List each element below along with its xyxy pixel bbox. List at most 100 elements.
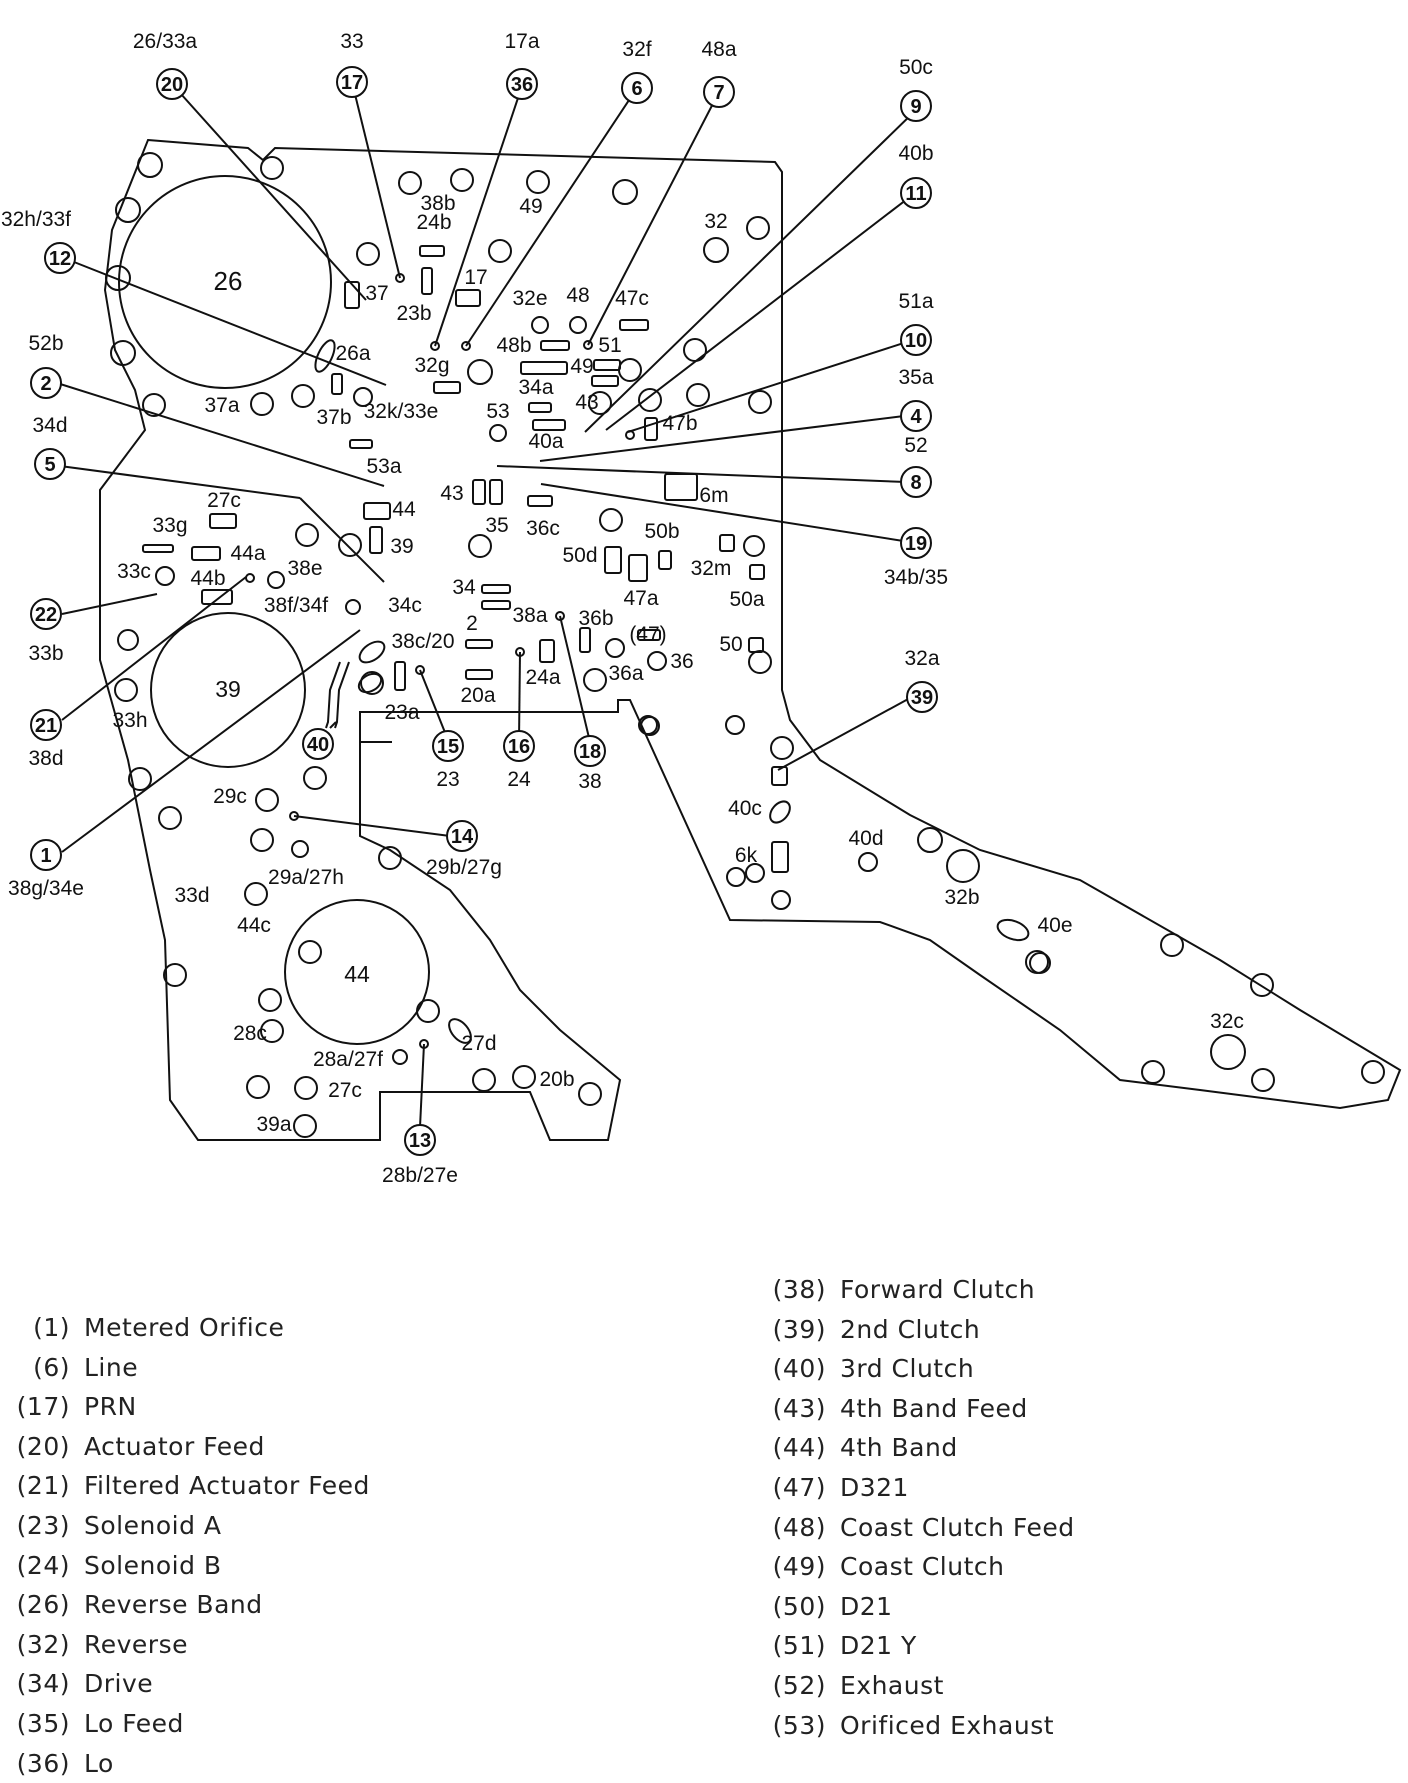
bore-39 <box>150 612 306 768</box>
legend-item: (23)Solenoid A <box>10 1506 370 1546</box>
legend-label: Lo <box>84 1748 114 1778</box>
legend-number: (48) <box>772 1512 826 1542</box>
legend-label: Lo Feed <box>84 1708 184 1738</box>
callout-label-18: 38 <box>578 770 601 793</box>
port-label-44b: 44b <box>190 567 225 590</box>
legend-item: (50)D21 <box>768 1587 1075 1627</box>
callout-circle-13 <box>404 1124 436 1156</box>
callout-circle-8 <box>900 466 932 498</box>
callout-number-11: 11 <box>905 183 926 205</box>
callout-number-18: 18 <box>579 741 601 763</box>
port-label-44a: 44a <box>230 542 265 565</box>
port-label-35: 35 <box>485 514 508 537</box>
bore-44 <box>284 899 430 1045</box>
legend-label: Drive <box>84 1669 154 1699</box>
legend-number: (20) <box>16 1431 70 1461</box>
port-label-36b: 36b <box>578 607 613 630</box>
callout-number-1: 1 <box>40 845 51 867</box>
legend-item: (17)PRN <box>10 1387 370 1427</box>
legend-label: PRN <box>84 1392 137 1422</box>
port-label-32: 32 <box>704 210 727 233</box>
port-label-40c: 40c <box>728 797 762 820</box>
legend-number: (43) <box>772 1393 826 1423</box>
port-label-43a: 43 <box>575 391 598 414</box>
port-label-33d: 33d <box>174 884 209 907</box>
port-label-47p: (47) <box>629 623 666 646</box>
port-label-28a: 28a/27f <box>313 1048 383 1071</box>
legend-item: (35) Lo Feed <box>10 1704 370 1744</box>
legend-label: Reverse Band <box>84 1590 263 1620</box>
plate-outline <box>99 138 1402 1141</box>
port-label-40d: 40d <box>848 827 883 850</box>
port-label-28c: 28c <box>233 1022 267 1045</box>
legend-item: (48)Coast Clutch Feed <box>768 1508 1075 1548</box>
legend-label: D321 <box>840 1472 909 1502</box>
port-label-6k: 6k <box>735 844 758 867</box>
callout-circle-20 <box>156 68 188 100</box>
port-label-6m: 6m <box>699 484 728 507</box>
port-label-44c: 44c <box>237 914 271 937</box>
callout-label-11: 40b <box>898 142 933 165</box>
port-label-23b: 23b <box>396 302 431 325</box>
legend-item: (39)2nd Clutch <box>768 1310 1075 1350</box>
legend-label: Metered Orifice <box>84 1313 285 1342</box>
callout-number-14: 14 <box>451 826 474 848</box>
callout-circle-4 <box>900 400 932 432</box>
plate-channel <box>359 712 392 743</box>
callout-circle-12 <box>44 242 76 274</box>
callout-number-21: 21 <box>35 715 57 737</box>
legend-label: Solenoid A <box>84 1510 222 1540</box>
callout-label-13: 28b/27e <box>382 1164 458 1187</box>
port-label-17: 17 <box>464 266 487 289</box>
callout-label-39: 32a <box>904 647 939 670</box>
legend-item: (52)Exhaust <box>768 1666 1075 1706</box>
legend-left: (1)Metered Orifice(6)Line(17)PRN(20)Actu… <box>10 1308 370 1783</box>
legend-number: (34) <box>16 1669 70 1699</box>
callout-label-1: 38g/34e <box>8 877 84 900</box>
callout-circle-22 <box>30 598 62 630</box>
callout-number-8: 8 <box>910 472 921 494</box>
legend-label: D21 Y <box>840 1631 917 1661</box>
legend-number: (6) <box>33 1352 70 1382</box>
port-label-49a: 49 <box>519 195 542 218</box>
legend-number: (35) <box>16 1708 70 1738</box>
callout-circle-39 <box>906 681 938 713</box>
port-label-47c: 47c <box>615 287 649 310</box>
callout-label-9: 50c <box>899 56 933 79</box>
port-label-34a: 34a <box>518 376 553 399</box>
legend-item: (6)Line <box>10 1348 370 1388</box>
legend-label: Coast Clutch <box>840 1552 1005 1582</box>
callout-circle-2 <box>30 367 62 399</box>
callout-circle-15 <box>432 730 464 762</box>
port-label-39a2: 39a <box>256 1113 291 1136</box>
port-label-39a: 39 <box>390 535 413 558</box>
callout-label-19: 34b/35 <box>884 566 948 589</box>
legend-number: (53) <box>772 1710 826 1740</box>
callout-number-15: 15 <box>437 736 459 758</box>
port-label-38c: 38c/20 <box>391 630 454 653</box>
port-label-32m: 32m <box>691 557 732 580</box>
callout-circle-11 <box>900 177 932 209</box>
callout-number-6: 6 <box>631 78 642 100</box>
port-label-32e: 32e <box>512 287 547 310</box>
port-label-47a: 47a <box>623 587 658 610</box>
legend-number: (38) <box>772 1275 826 1304</box>
legend-number: (26) <box>16 1590 70 1620</box>
callout-label-4: 35a <box>898 366 933 389</box>
legend-right: (38)Forward Clutch(39)2nd Clutch(40)3rd … <box>768 1270 1075 1745</box>
port-label-36c: 36c <box>526 517 560 540</box>
legend-label: Reverse <box>84 1629 188 1659</box>
port-label-27c: 27c <box>207 489 241 512</box>
port-label-37a: 37a <box>204 394 239 417</box>
callout-number-39: 39 <box>911 687 933 709</box>
callout-circle-16 <box>503 730 535 762</box>
port-label-34: 34 <box>452 576 476 599</box>
port-label-44big: 44 <box>344 961 370 987</box>
separator-plate-diagram: 2026/33a17333617a632f748a950c1140b1232h/… <box>1 30 1402 1187</box>
legend-item: (20)Actuator Feed <box>10 1427 370 1467</box>
legend-number: (50) <box>772 1591 826 1621</box>
callout-number-13: 13 <box>409 1130 431 1152</box>
callout-number-19: 19 <box>905 533 927 555</box>
legend-item: (49)Coast Clutch <box>768 1547 1075 1587</box>
